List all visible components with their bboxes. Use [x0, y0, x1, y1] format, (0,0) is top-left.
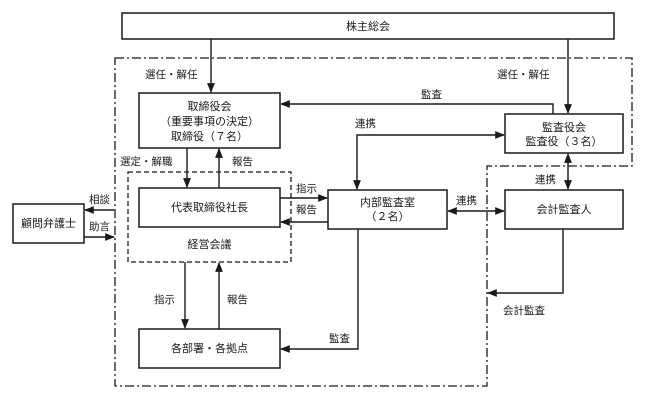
- legal-advisor-label: 顧問弁護士: [21, 216, 76, 230]
- label-elect-dismiss-right: 選任・解任: [497, 68, 550, 81]
- president-label: 代表取締役社長: [171, 200, 248, 214]
- shareholders-label: 株主総会: [346, 19, 390, 33]
- accounting-auditor-label: 会計監査人: [537, 202, 592, 216]
- legal-advisor-node[interactable]: 顧問弁護士: [12, 203, 85, 244]
- internal-audit-label-2: （２名）: [366, 209, 410, 223]
- internal-audit-node[interactable]: 内部監査室 （２名）: [327, 189, 448, 230]
- audit-board-node[interactable]: 監査役会 監査役（３名）: [504, 113, 624, 154]
- shareholders-node[interactable]: 株主総会: [121, 12, 615, 40]
- label-advice: 助言: [89, 220, 110, 233]
- label-audit-dept: 監査: [329, 332, 350, 345]
- management-meeting-box: [127, 171, 292, 263]
- label-coordination-mid: 連携: [456, 194, 477, 207]
- board-label-1: 取締役会: [188, 99, 232, 113]
- label-instruct-dept: 指示: [154, 293, 175, 306]
- label-report-board: 報告: [232, 155, 253, 168]
- label-coordination-top: 連携: [355, 117, 376, 130]
- label-select-dismiss: 選定・解職: [120, 155, 173, 168]
- accounting-auditor-node[interactable]: 会計監査人: [504, 189, 624, 230]
- management-meeting-label: 経営会議: [188, 237, 232, 251]
- label-consult: 相談: [89, 193, 110, 206]
- board-label-2: （重要事項の決定）: [160, 114, 259, 128]
- arrow-internalaudit-auditboard: [353, 131, 505, 190]
- president-node[interactable]: 代表取締役社長: [138, 187, 281, 228]
- label-accounting-audit: 会計監査: [503, 304, 545, 317]
- label-instruct-audit: 指示: [296, 182, 317, 195]
- label-report-audit: 報告: [296, 203, 317, 216]
- board-label-3: 取締役（７名）: [171, 129, 248, 143]
- label-audit-top: 監査: [421, 88, 442, 101]
- arrow-auditboard-board: [280, 100, 554, 114]
- label-elect-dismiss-left: 選任・解任: [145, 68, 198, 81]
- audit-board-label-1: 監査役会: [542, 120, 586, 134]
- internal-audit-label-1: 内部監査室: [360, 195, 415, 209]
- departments-label: 各部署・各拠点: [171, 341, 248, 355]
- arrow-accounting-audit: [487, 229, 564, 297]
- departments-node[interactable]: 各部署・各拠点: [138, 328, 281, 369]
- arrow-internalaudit-departments: [280, 229, 359, 353]
- audit-board-label-2: 監査役（３名）: [526, 134, 603, 148]
- board-node[interactable]: 取締役会 （重要事項の決定） 取締役（７名）: [138, 92, 281, 149]
- label-coordination-right: 連携: [535, 173, 556, 186]
- label-report-dept: 報告: [227, 293, 248, 306]
